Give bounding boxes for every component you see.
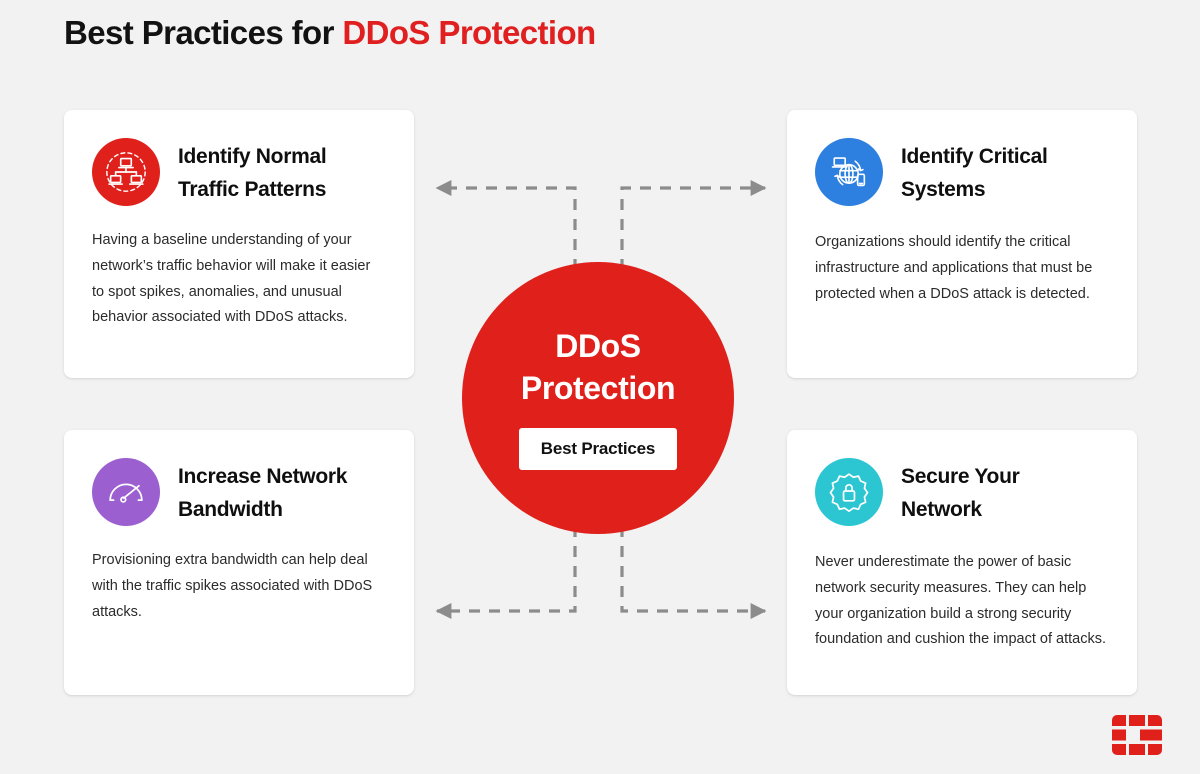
center-hub[interactable]: DDoS Protection Best Practices xyxy=(462,262,734,534)
page-title: Best Practices for DDoS Protection xyxy=(64,14,596,52)
card-title-line2: Bandwidth xyxy=(178,497,283,521)
card-body-text: Having a baseline understanding of your … xyxy=(92,232,371,326)
globe-devices-icon xyxy=(815,138,883,206)
card-body-text: Organizations should identify the critic… xyxy=(815,234,1093,302)
card-header: Increase Network Bandwidth xyxy=(64,430,414,526)
card-title: Increase Network Bandwidth xyxy=(178,458,347,526)
card-header: Identify Normal Traffic Patterns xyxy=(64,110,414,206)
card-title: Secure Your Network xyxy=(901,458,1020,526)
card-header: Secure Your Network xyxy=(787,430,1137,526)
hub-title-line2: Protection xyxy=(520,370,676,406)
speedometer-icon xyxy=(92,458,160,526)
hub-title: DDoS Protection xyxy=(520,326,676,409)
card-identify-normal-traffic-patterns[interactable]: Identify Normal Traffic Patterns Having … xyxy=(64,110,414,378)
card-title-line1: Secure Your xyxy=(901,465,1020,488)
card-increase-network-bandwidth[interactable]: Increase Network Bandwidth Provisioning … xyxy=(64,430,414,695)
network-topology-icon xyxy=(92,138,160,206)
card-title: Identify Critical Systems xyxy=(901,138,1048,206)
hub-title-line1: DDoS xyxy=(555,328,641,365)
card-title-line1: Identify Critical xyxy=(901,145,1048,168)
card-title-line2: Systems xyxy=(901,177,986,201)
card-title-line2: Traffic Patterns xyxy=(178,177,327,201)
card-title-line1: Identify Normal xyxy=(178,145,327,168)
card-body-text: Provisioning extra bandwidth can help de… xyxy=(92,552,373,620)
card-body-text: Never underestimate the power of basic n… xyxy=(815,554,1106,648)
card-title: Identify Normal Traffic Patterns xyxy=(178,138,327,206)
card-title-line1: Increase Network xyxy=(178,465,348,488)
card-title-line2: Network xyxy=(901,497,982,521)
fortinet-logo xyxy=(1110,714,1164,756)
card-identify-critical-systems[interactable]: Identify Critical Systems Organizations … xyxy=(787,110,1137,378)
card-secure-your-network[interactable]: Secure Your Network Never underestimate … xyxy=(787,430,1137,695)
card-header: Identify Critical Systems xyxy=(787,110,1137,206)
gear-lock-icon xyxy=(815,458,883,526)
best-practices-chip[interactable]: Best Practices xyxy=(518,427,678,470)
page-title-lead: Best Practices for xyxy=(64,14,343,51)
page-title-accent: DDoS Protection xyxy=(342,14,596,51)
